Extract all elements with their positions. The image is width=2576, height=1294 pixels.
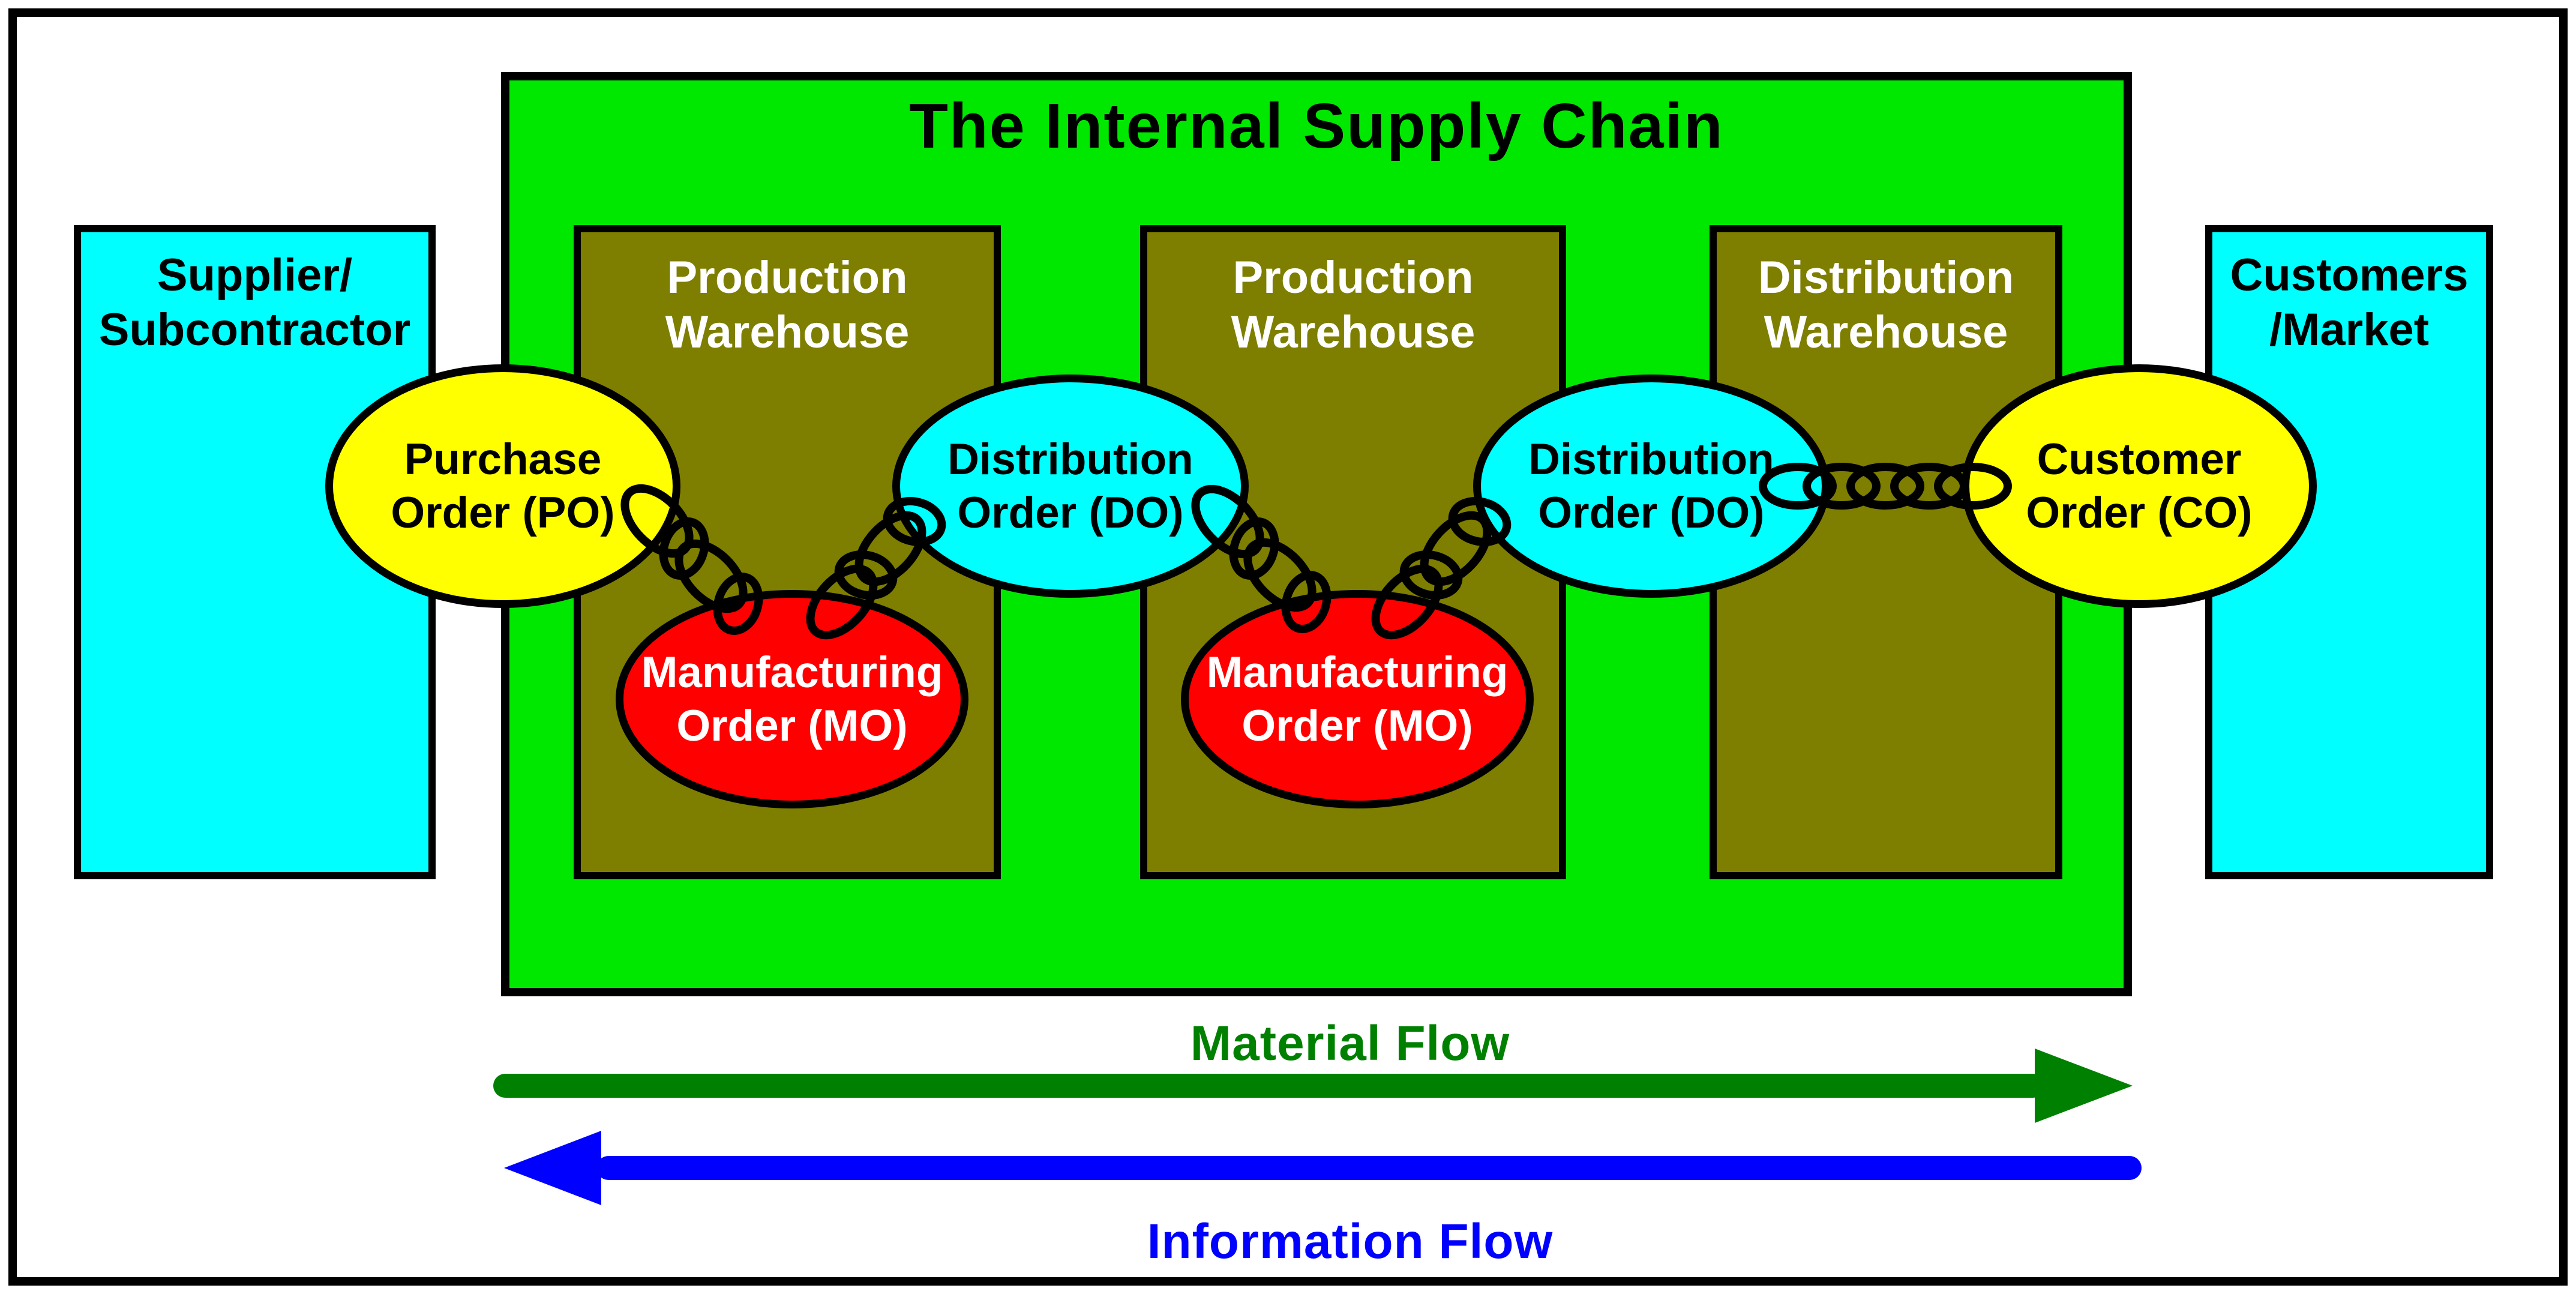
distribution-order-2-line2: Order (DO) (1538, 489, 1765, 537)
page-border (8, 8, 2568, 1286)
production-warehouse-1-line2: Warehouse (665, 307, 910, 358)
supplier-label-line1: Supplier/ (157, 250, 353, 301)
customer-order-ellipse: Customer Order (CO) (1962, 364, 2317, 608)
distribution-warehouse-line2: Warehouse (1764, 307, 2008, 358)
customer-order-line2: Order (CO) (2026, 489, 2253, 537)
customers-label-line2: /Market (2269, 304, 2430, 356)
purchase-order-line1: Purchase (404, 435, 602, 484)
distribution-order-1-ellipse: Distribution Order (DO) (892, 375, 1249, 598)
distribution-warehouse-line1: Distribution (1758, 252, 2014, 303)
manufacturing-order-1-line1: Manufacturing (641, 648, 943, 697)
production-warehouse-1-line1: Production (667, 252, 908, 303)
manufacturing-order-2-ellipse: Manufacturing Order (MO) (1181, 590, 1534, 808)
distribution-order-1-line1: Distribution (947, 435, 1193, 484)
distribution-order-2-line1: Distribution (1528, 435, 1774, 484)
diagram-title: The Internal Supply Chain (909, 91, 1724, 161)
distribution-order-2-ellipse: Distribution Order (DO) (1473, 375, 1830, 598)
manufacturing-order-1-line2: Order (MO) (676, 702, 908, 750)
distribution-order-1-line2: Order (DO) (957, 489, 1184, 537)
production-warehouse-2-line1: Production (1232, 252, 1474, 303)
material-flow-label: Material Flow (1190, 1016, 1510, 1071)
customer-order-line1: Customer (2037, 435, 2242, 484)
manufacturing-order-2-line1: Manufacturing (1206, 648, 1509, 697)
purchase-order-ellipse: Purchase Order (PO) (325, 364, 680, 608)
supplier-label-line2: Subcontractor (98, 304, 411, 356)
information-flow-label: Information Flow (1147, 1214, 1554, 1269)
manufacturing-order-2-line2: Order (MO) (1241, 702, 1473, 750)
purchase-order-line2: Order (PO) (391, 489, 615, 537)
production-warehouse-2-line2: Warehouse (1231, 307, 1476, 358)
customers-label-line1: Customers (2230, 250, 2469, 301)
manufacturing-order-1-ellipse: Manufacturing Order (MO) (616, 590, 968, 808)
